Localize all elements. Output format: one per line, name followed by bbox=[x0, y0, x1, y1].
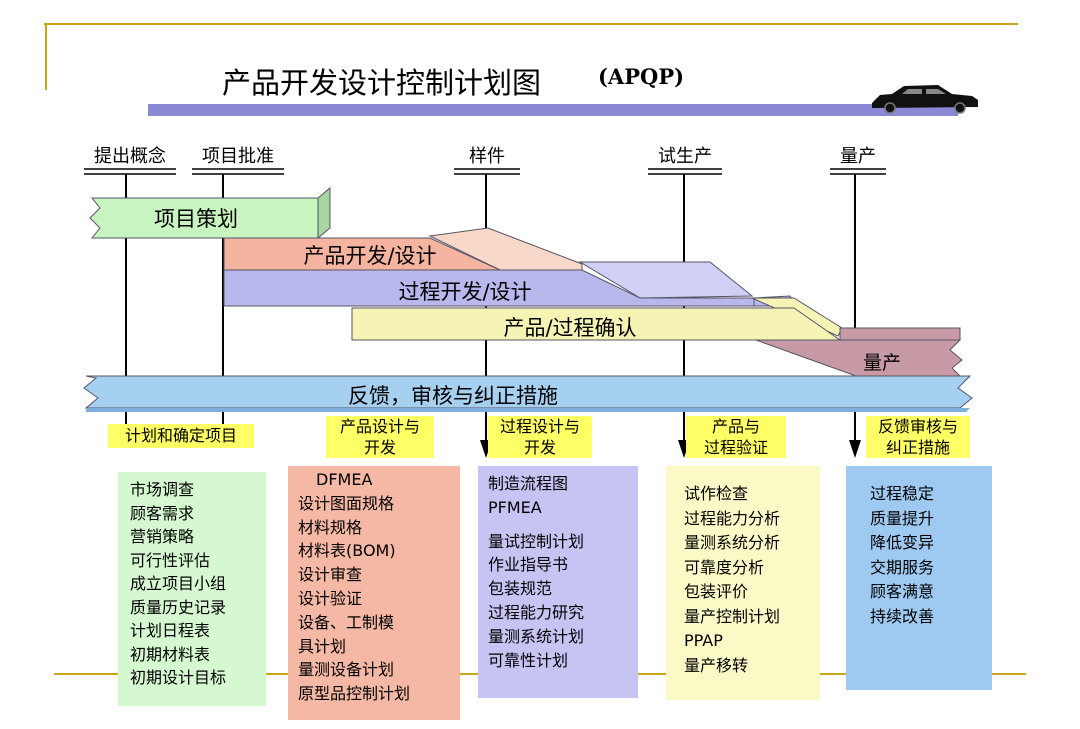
phase-2-items-box: DFMEA 设计图面规格 材料规格 材料表(BOM) 设计审查 设计验证 设备、… bbox=[288, 466, 460, 720]
list-item: 可靠度分析 bbox=[684, 557, 765, 577]
phase-3-items-box: 制造流程图 PFMEA 量试控制计划 作业指导书 包装规范 过程能力研究 量测系… bbox=[478, 466, 638, 698]
phase-1-items-box: 市场调查 顾客需求 营销策略 可行性评估 成立项目小组 质量历史记录 计划日程表… bbox=[118, 472, 266, 706]
list-item: 顾客需求 bbox=[130, 503, 195, 523]
page-title: 产品开发设计控制计划图 bbox=[222, 66, 542, 100]
list-item: 材料规格 bbox=[298, 517, 363, 537]
list-item: 质量提升 bbox=[870, 508, 935, 528]
list-item: 可靠性计划 bbox=[488, 650, 569, 670]
phase-2-heading-line-2: 开发 bbox=[363, 438, 396, 457]
milestone-prototype: 样件 bbox=[469, 146, 505, 167]
milestone-approval: 项目批准 bbox=[202, 146, 274, 167]
phase-5-items-box: 过程稳定 质量提升 降低变异 交期服务 顾客满意 持续改善 bbox=[846, 466, 992, 690]
phase-2-heading-line-1: 产品设计与 bbox=[339, 417, 420, 436]
phase-1-heading: 计划和确定项目 bbox=[108, 424, 254, 448]
phase-2-heading: 产品设计与 开发 bbox=[326, 416, 434, 458]
list-item: 设计图面规格 bbox=[298, 493, 395, 513]
phase-4-heading-line-1: 产品与 bbox=[711, 417, 760, 436]
list-item: 质量历史记录 bbox=[130, 597, 227, 617]
list-item: 材料表(BOM) bbox=[298, 541, 396, 561]
list-item: 原型品控制计划 bbox=[298, 684, 411, 704]
list-item: 量产移转 bbox=[684, 655, 749, 675]
list-item: 可行性评估 bbox=[130, 550, 211, 570]
phase-5-heading: 反馈审核与 纠正措施 bbox=[866, 416, 970, 458]
list-item: 降低变异 bbox=[870, 533, 935, 552]
phase-3-heading-line-1: 过程设计与 bbox=[499, 417, 580, 436]
list-item: 包装规范 bbox=[488, 579, 553, 599]
list-item: 量测系统计划 bbox=[488, 626, 585, 646]
list-item: 设计验证 bbox=[298, 588, 363, 608]
list-item: 初期材料表 bbox=[130, 644, 211, 664]
planning-band bbox=[89, 186, 331, 240]
phase-3-heading: 过程设计与 开发 bbox=[488, 416, 592, 458]
list-item: 设计审查 bbox=[298, 565, 363, 585]
list-item: 持续改善 bbox=[870, 606, 935, 626]
phase-3-heading-line-2: 开发 bbox=[523, 438, 556, 457]
process-design-band bbox=[223, 261, 800, 307]
page-subtitle: (APQP) bbox=[598, 64, 685, 89]
list-item: 营销策略 bbox=[130, 527, 195, 546]
list-item: PFMEA bbox=[488, 497, 542, 517]
list-item: 初期设计目标 bbox=[130, 668, 227, 687]
list-item: 制造流程图 bbox=[488, 474, 569, 493]
list-item: 量试控制计划 bbox=[488, 531, 585, 551]
list-item: 量产控制计划 bbox=[684, 606, 781, 626]
phase-1-heading-line-1: 计划和确定项目 bbox=[124, 426, 237, 445]
list-item: 量测系统分析 bbox=[684, 533, 781, 552]
list-item: 过程能力分析 bbox=[684, 508, 781, 528]
list-item: 试作检查 bbox=[684, 484, 749, 503]
list-item: 顾客满意 bbox=[870, 582, 935, 601]
list-item: 过程能力研究 bbox=[488, 602, 585, 622]
list-item: 过程稳定 bbox=[870, 484, 935, 503]
car-icon bbox=[872, 85, 978, 114]
list-item: 交期服务 bbox=[870, 557, 935, 577]
feedback-band bbox=[83, 375, 973, 412]
list-item: 设备、工制模 bbox=[298, 612, 395, 632]
milestone-concept: 提出概念 bbox=[94, 145, 166, 167]
product-design-band-label: 产品开发/设计 bbox=[303, 244, 436, 268]
title-bar bbox=[148, 104, 958, 116]
list-item: DFMEA bbox=[316, 470, 373, 489]
list-item bbox=[488, 520, 638, 530]
milestone-underlines bbox=[84, 168, 886, 175]
list-item: 成立项目小组 bbox=[130, 574, 227, 593]
milestone-mass-production: 量产 bbox=[840, 146, 876, 167]
mass-production-band bbox=[755, 327, 963, 377]
phase-4-heading-line-2: 过程验证 bbox=[703, 438, 768, 457]
milestone-pilot: 试生产 bbox=[658, 146, 712, 167]
mass-production-band-label: 量产 bbox=[863, 352, 901, 374]
list-item: 具计划 bbox=[298, 636, 347, 656]
feedback-band-label: 反馈，审核与纠正措施 bbox=[348, 384, 558, 408]
phase-5-heading-line-1: 反馈审核与 bbox=[877, 417, 958, 436]
list-item: PPAP bbox=[684, 631, 723, 650]
list-item: 量测设备计划 bbox=[298, 660, 395, 680]
validation-band bbox=[351, 297, 843, 341]
list-item: 包装评价 bbox=[684, 582, 749, 601]
validation-band-label: 产品/过程确认 bbox=[503, 316, 636, 340]
phase-4-items-box: 试作检查 过程能力分析 量测系统分析 可靠度分析 包装评价 量产控制计划 PPA… bbox=[666, 466, 820, 700]
phase-4-heading: 产品与 过程验证 bbox=[686, 416, 786, 458]
list-item: 计划日程表 bbox=[130, 621, 211, 640]
process-design-band-label: 过程开发/设计 bbox=[398, 280, 531, 304]
product-design-band bbox=[223, 227, 583, 271]
planning-band-label: 项目策划 bbox=[154, 207, 238, 231]
list-item: 市场调查 bbox=[130, 480, 195, 499]
phase-5-heading-line-2: 纠正措施 bbox=[885, 438, 950, 457]
list-item: 作业指导书 bbox=[488, 555, 569, 575]
